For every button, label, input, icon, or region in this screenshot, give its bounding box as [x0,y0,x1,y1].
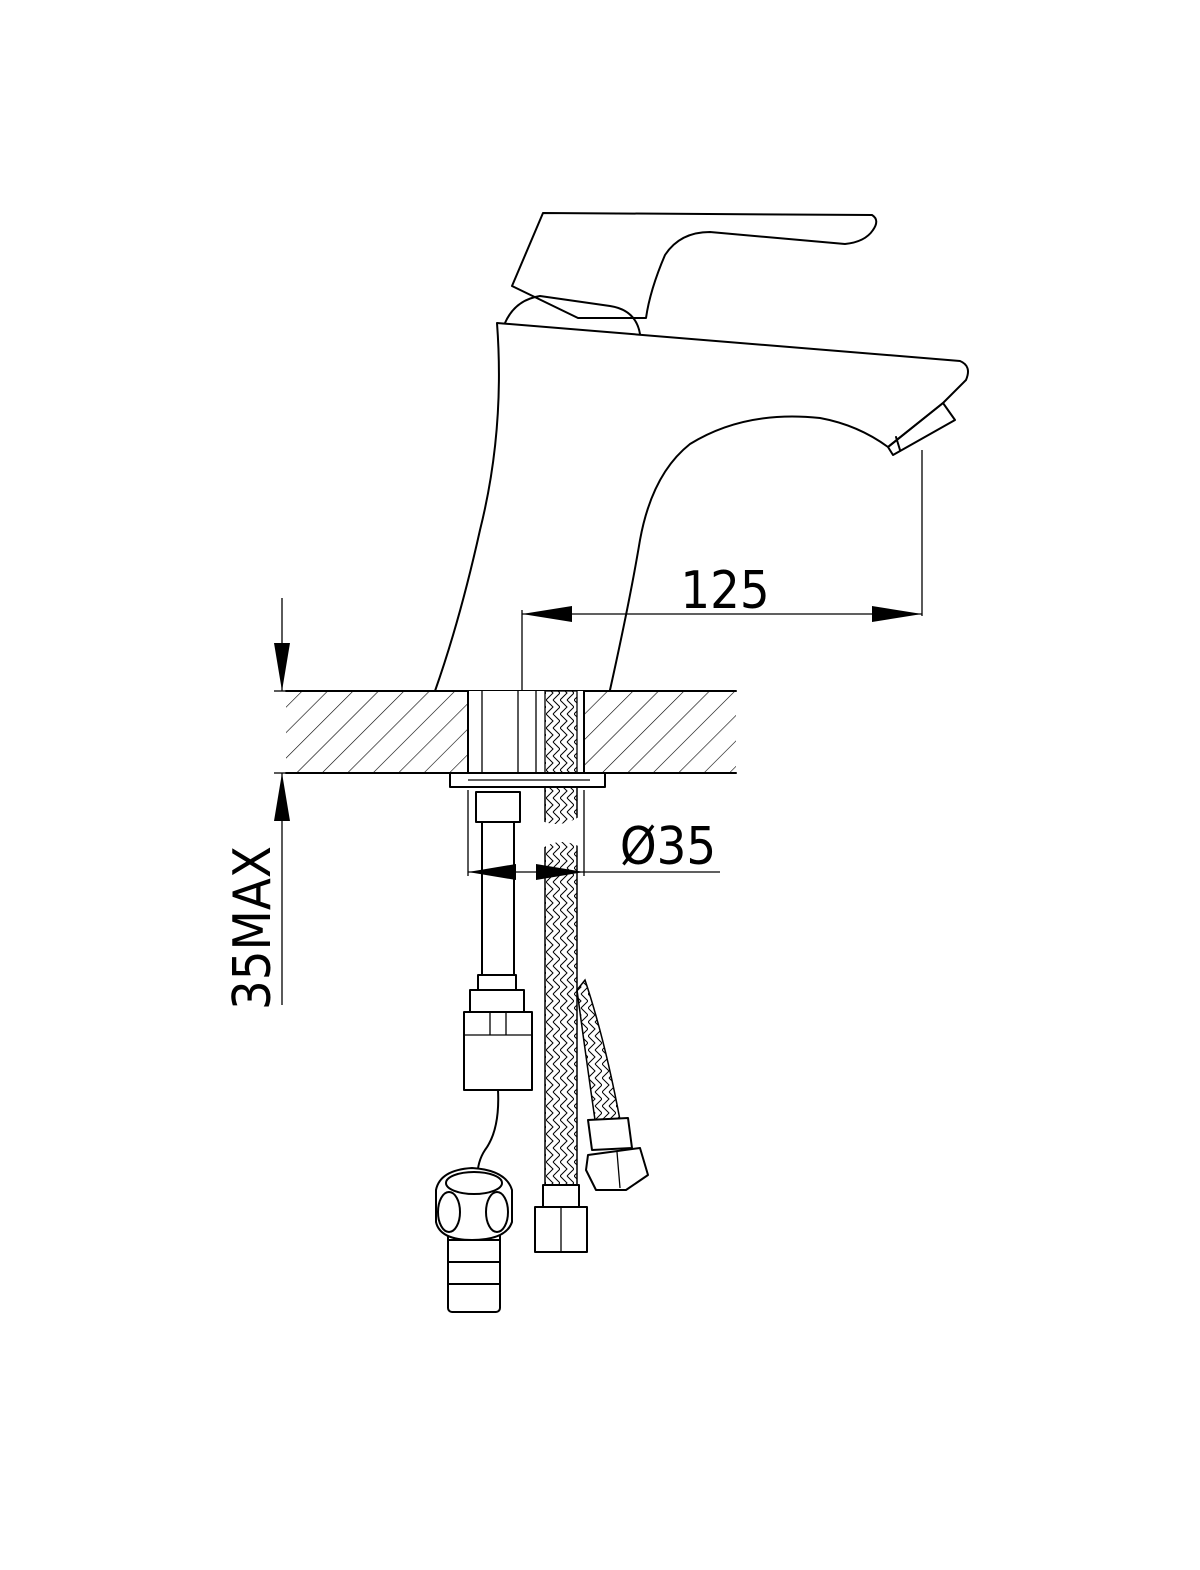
counter-slab [285,690,737,774]
faucet [434,212,969,692]
flex-hose-2 [576,978,649,1191]
fixing-nut-detail [435,1167,513,1313]
dimension-counter-thickness: 35MAX [223,598,290,1010]
aerator [887,402,956,456]
dimension-spout-reach: 125 [521,450,923,691]
flex-hose-1 [534,786,588,1253]
lever-handle [511,212,878,319]
hole-diameter-label: Ø35 [620,817,716,877]
mounting-flange [449,772,606,788]
threaded-stud [463,791,533,1091]
handle-cap [504,295,641,335]
counter-thickness-label: 35MAX [223,846,283,1010]
dimension-hole-diameter: Ø35 [467,790,720,880]
spout-reach-label: 125 [680,561,769,621]
spout-body [434,322,969,692]
